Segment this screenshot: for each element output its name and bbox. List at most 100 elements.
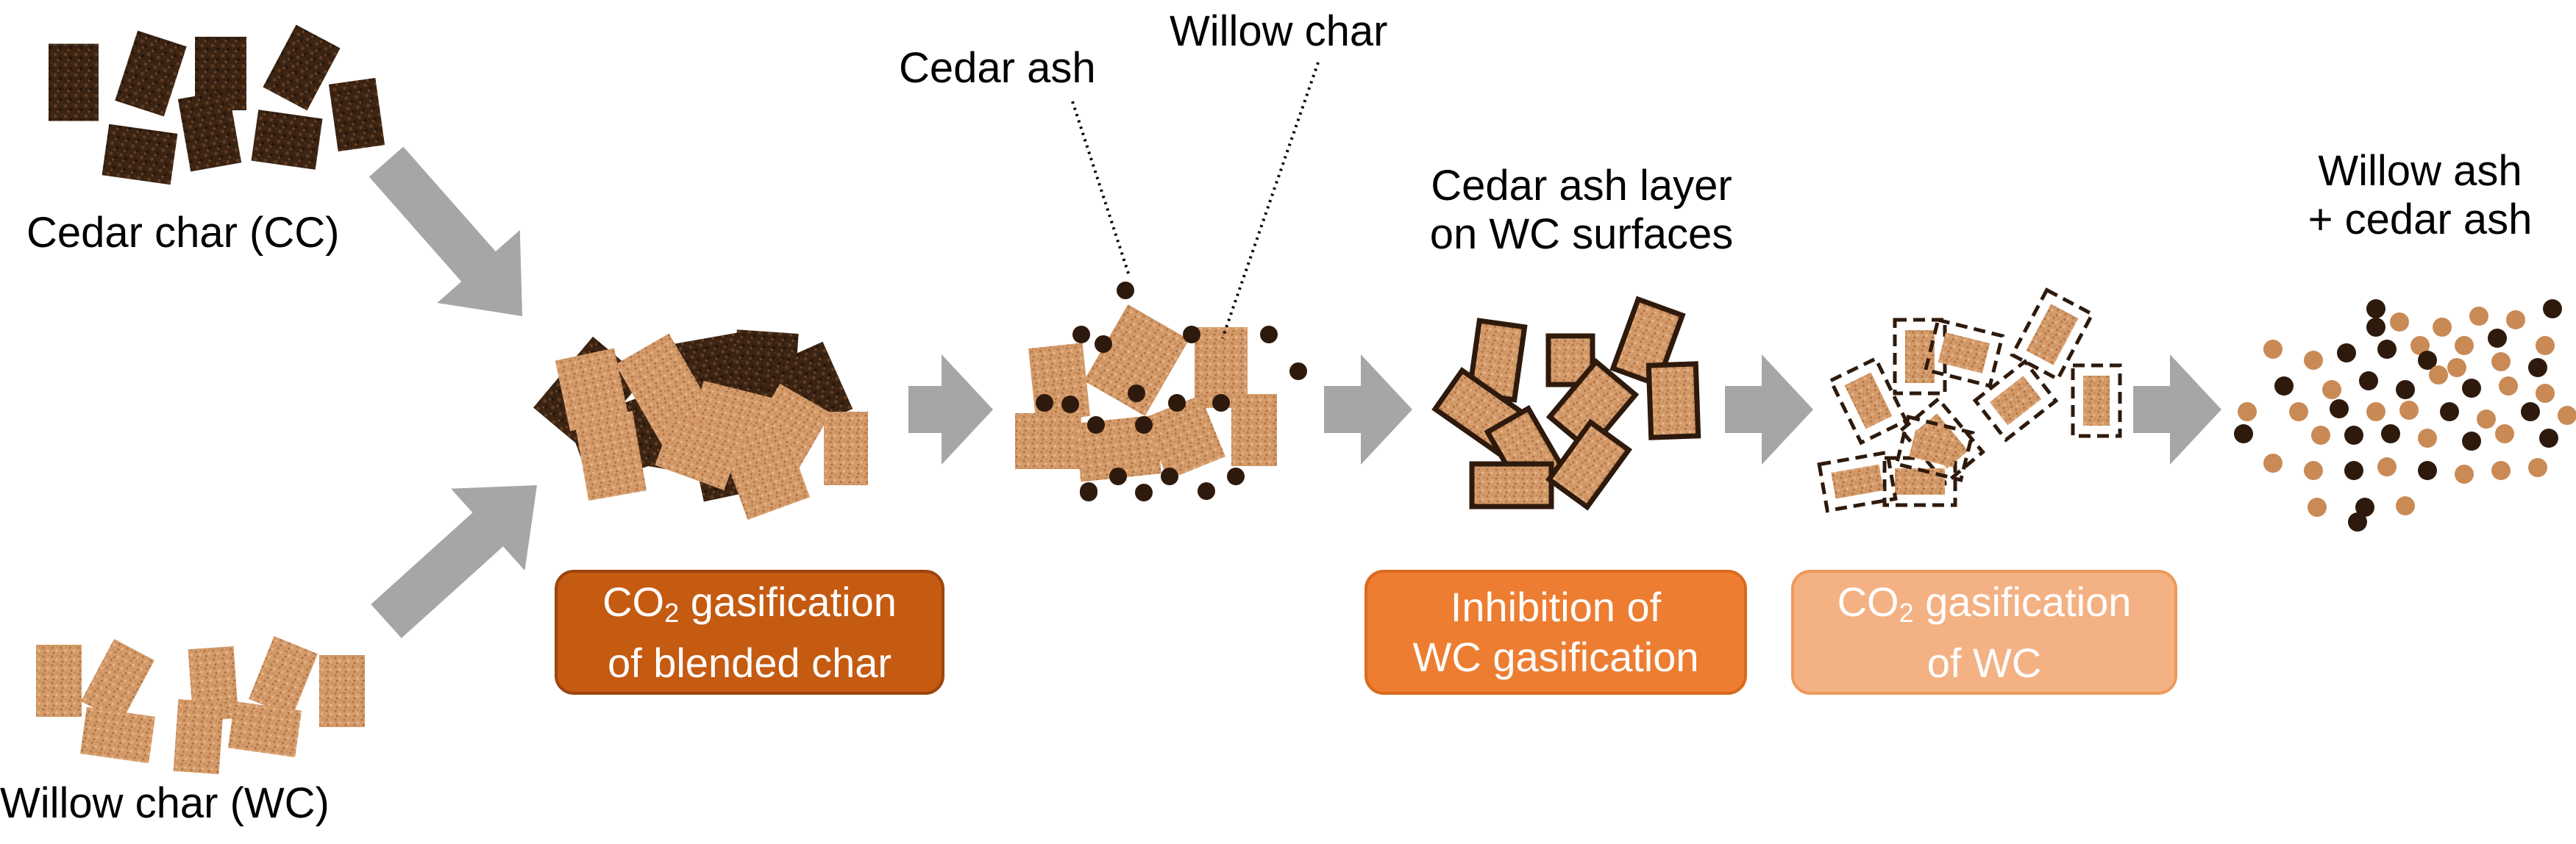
blended-char-particle <box>655 414 743 490</box>
arrow-step-4 <box>2133 354 2221 465</box>
mixed-ash-dot <box>2429 365 2448 385</box>
gasifying-wc <box>1831 464 1884 499</box>
gasifying-wc <box>2083 376 2110 426</box>
willow-char-particle-step2 <box>1015 413 1081 469</box>
cedar-ash-dot <box>1036 394 1053 412</box>
arrow-step-3 <box>1725 354 1813 465</box>
gasifying-wc <box>1844 372 1893 429</box>
mixed-ash-dot <box>2377 457 2397 476</box>
willow-char-particle <box>81 639 154 723</box>
blended-char-particle <box>574 410 647 501</box>
final-ash-label-line1: Willow ash <box>2318 147 2522 195</box>
gasifying-wc-ash-outline <box>1882 456 1957 507</box>
mixed-ash-dot <box>2377 340 2397 359</box>
cedar-ash-dot <box>1109 468 1127 485</box>
mixed-ash-dot <box>2491 461 2511 480</box>
cedar-ash-pointer-line <box>1071 101 1131 276</box>
wc-with-ash-layer-group <box>1645 361 1701 440</box>
cedar-ash-dot <box>1183 326 1200 343</box>
cedar-ash-dot <box>1061 396 1079 413</box>
ash-layer-label-line2: on WC surfaces <box>1429 210 1734 258</box>
mixed-ash-dot <box>2322 380 2341 399</box>
mixed-ash-dot <box>2521 402 2540 421</box>
wc-gasification-box: CO2 gasification of WC <box>1791 570 2177 695</box>
cedar-char-particle-group <box>328 77 385 152</box>
mixed-ash-dot <box>2558 406 2576 425</box>
mixed-ash-dot <box>2366 299 2385 318</box>
cedar-ash-dot <box>1198 482 1215 500</box>
inhibition-box-line2: WC gasification <box>1412 634 1699 680</box>
cedar-char-particle-group <box>263 24 341 111</box>
pointer-lines <box>1071 62 1320 339</box>
mixed-ash-dot <box>2381 424 2400 443</box>
willow-char-particle-step2 <box>1084 304 1189 416</box>
gasifying-wc-ash-outline <box>1898 396 1986 486</box>
mixed-ash-dot <box>2447 358 2466 377</box>
cedar-ash-dot <box>1135 484 1153 501</box>
cedar-char-particle-group <box>251 110 323 170</box>
mixed-ash-dot <box>2390 312 2409 332</box>
gasifying-wc-ash-outline <box>1893 318 1947 396</box>
mixed-ash-dot <box>2455 336 2474 355</box>
mixed-ash-dot <box>2528 458 2547 477</box>
willow-char-particle <box>227 701 302 758</box>
cedar-ash-dot <box>1080 484 1097 501</box>
mixed-ash-dot <box>2528 358 2547 377</box>
flow-arrows <box>369 146 2221 639</box>
gasifying-wc-group <box>1893 318 1947 396</box>
wc-with-ash-layer <box>1645 361 1701 440</box>
mixed-ash-dot <box>2469 307 2488 326</box>
mixed-ash-dot <box>2440 402 2459 421</box>
mixed-ash-dot <box>2396 496 2415 515</box>
willow-char-particle-step2 <box>1231 394 1277 466</box>
mixed-ash-dot <box>2495 424 2514 443</box>
mixed-ash-dot <box>2433 318 2452 337</box>
mixed-ash-dot <box>2491 352 2511 371</box>
willow-char-particle <box>36 645 82 717</box>
cedar-char-particle <box>177 90 242 172</box>
willow-char-label: Willow char (WC) <box>0 779 330 827</box>
cedar-char-particle-group <box>115 30 187 117</box>
mixed-ash-dot <box>2359 371 2378 390</box>
particles <box>36 24 2576 775</box>
gasifying-wc-group <box>1828 356 1909 446</box>
cedar-char-particle <box>263 24 341 111</box>
inhibition-box-line1: Inhibition of <box>1450 584 1662 630</box>
gasifying-wc-group <box>2010 287 2095 382</box>
willow-char-particle-step2 <box>1028 343 1091 422</box>
cedar-ash-dot <box>1135 416 1153 434</box>
willow-char-particle-group <box>81 639 154 723</box>
wc-with-ash-layer-group <box>1545 358 1640 454</box>
mixed-ash-dot <box>2344 461 2363 480</box>
cedar-char-particle <box>251 110 323 170</box>
cedar-char-particle <box>49 43 99 121</box>
blended-char-particle-group <box>555 348 630 432</box>
cedar-char-particle-group <box>102 124 178 185</box>
gasifying-wc-group <box>1923 318 2005 388</box>
gasifying-wc-group <box>1894 415 1975 482</box>
willow-char-particle <box>173 698 224 775</box>
mixed-ash-dot <box>2539 429 2558 448</box>
wc-with-ash-layer <box>1545 418 1632 511</box>
wc-with-ash-layer-group <box>1469 461 1554 509</box>
cedar-ash-dot <box>1072 326 1090 343</box>
gasifying-wc-ash-outline <box>2010 287 2095 382</box>
cedar-char-particle-group <box>177 90 242 172</box>
mixed-ash-dot <box>2234 424 2253 443</box>
wc-with-ash-layer <box>1469 461 1554 509</box>
arrow-cedar-to-blend <box>369 146 522 316</box>
mixed-ash-dot <box>2410 336 2430 355</box>
wc-with-ash-layer <box>1545 358 1640 454</box>
mixed-ash-dot <box>2418 461 2437 480</box>
gasifying-wc-group <box>1817 450 1898 513</box>
cedar-ash-dot <box>1161 468 1178 485</box>
mixed-ash-dot <box>2263 454 2283 473</box>
cedar-ash-dot <box>1212 394 1230 412</box>
cedar-ash-dot <box>1168 394 1186 412</box>
mixed-ash-dot <box>2289 402 2308 421</box>
gasifying-wc-ash-outline <box>1817 450 1898 513</box>
willow-char-particle-step2-group <box>1231 394 1277 466</box>
wc-with-ash-layer-group <box>1545 418 1632 511</box>
